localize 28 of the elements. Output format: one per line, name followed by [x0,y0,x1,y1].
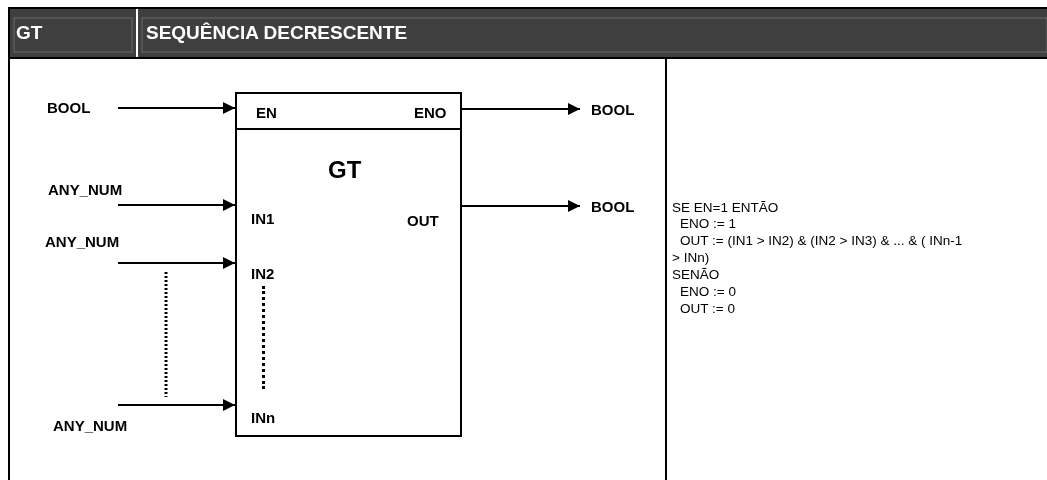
pin-label: IN1 [251,210,275,228]
header-text: GT [16,22,43,44]
arrow [117,257,236,269]
pin-label: OUT [407,212,439,230]
pin-label: INn [251,409,276,427]
pin-label: EN [256,104,277,122]
input-type-label: ANY_NUM [50,405,158,435]
code-line: ENO := 1 [680,216,736,231]
code-line: SE EN=1 ENTÃO [672,200,779,215]
block-title: GT [328,161,362,179]
pin-label: IN2 [251,265,275,283]
code-line: OUT := (IN1 > IN2) & (IN2 > IN3) & ... & ( INn-1 > INn) [672,232,964,266]
arrow [461,103,581,115]
arrow [117,399,236,411]
output-type-label: BOOL [580,195,655,219]
function-block [235,92,462,437]
output-type-label: BOOL [580,98,655,122]
header-title: SEQUÊNCIA DECRESCENTE [146,22,408,44]
input-type-label: ANY_NUM [47,181,155,205]
code-line: SENÃO [672,267,720,282]
arrow [117,102,236,114]
code-line: ENO := 0 [680,284,736,299]
input-type-label: ANY_NUM [44,233,152,263]
arrow [461,200,581,212]
code-line: OUT := 0 [680,301,735,316]
pin-label: ENO [414,104,447,122]
input-type-label: BOOL [40,96,118,120]
arrow [117,199,236,211]
